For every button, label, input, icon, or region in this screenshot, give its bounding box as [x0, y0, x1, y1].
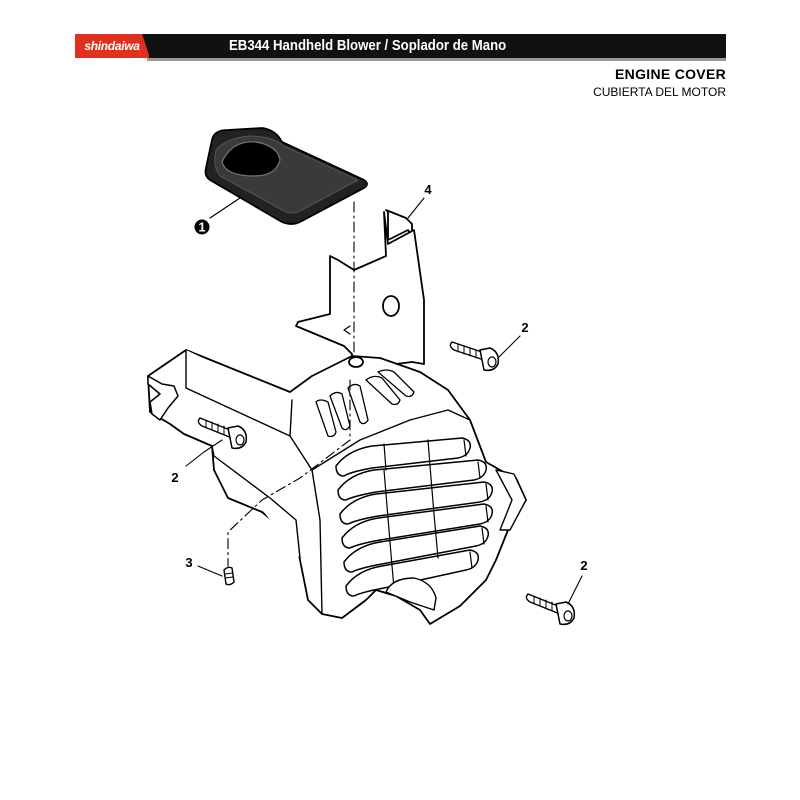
header: shindaiwa EB344 Handheld Blower / Soplad… — [75, 34, 726, 61]
part-screw-left — [197, 417, 248, 450]
header-underline — [147, 58, 726, 61]
callout-3: 3 — [185, 555, 192, 570]
callout-1-badge — [194, 219, 210, 235]
part-engine-cover — [147, 349, 527, 625]
page-title: EB344 Handheld Blower / Soplador de Mano — [229, 37, 507, 54]
header-bar — [75, 34, 726, 58]
section-subtitle: CUBIERTA DEL MOTOR — [593, 85, 726, 99]
part-pin — [223, 566, 235, 586]
section-title: ENGINE COVER — [615, 66, 726, 82]
assembly-lines — [227, 201, 355, 567]
part-screw-lower-right — [525, 593, 576, 626]
callout-2-lower: 2 — [580, 558, 587, 573]
part-bracket — [295, 209, 425, 367]
callout-2-upper: 2 — [521, 320, 528, 335]
callout-2-left: 2 — [171, 470, 178, 485]
brand-logo: shindaiwa — [75, 34, 150, 58]
callout-1: 1 — [198, 220, 205, 235]
part-air-cleaner-cover — [204, 127, 368, 225]
part-screw-upper-right — [449, 341, 500, 372]
callout-4: 4 — [424, 182, 432, 197]
